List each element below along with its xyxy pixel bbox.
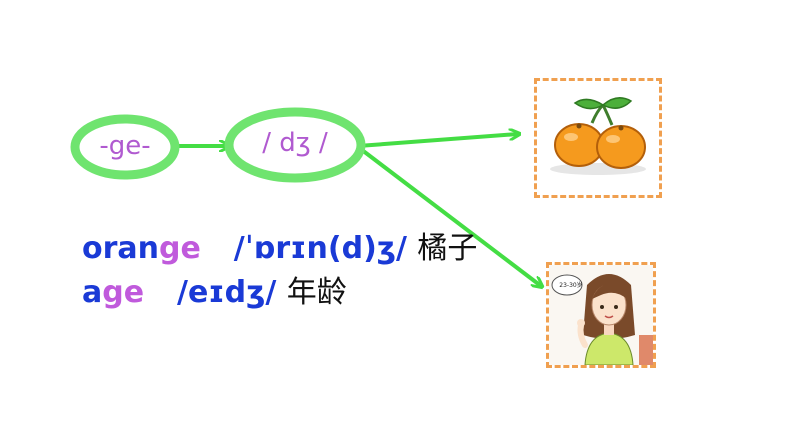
woman-icon: [549, 265, 653, 365]
word-age-highlight: ge: [102, 275, 145, 310]
orange-picture-frame: [534, 78, 662, 198]
arrow-phoneme-to-age: [360, 148, 541, 286]
arrow-phoneme-to-orange: [357, 134, 518, 148]
phoneme-label: / dʒ /: [262, 128, 328, 158]
word-age-phonetic: /eɪdʒ/: [176, 275, 277, 310]
word-age-prefix: a: [82, 275, 103, 310]
age-picture-frame: 23-30岁: [546, 262, 656, 368]
age-bubble-text: 23-30岁: [559, 282, 583, 289]
word-orange-highlight: ge: [159, 231, 201, 266]
phoneme-oval: [224, 107, 366, 183]
word-orange-prefix: oran: [82, 231, 160, 266]
word-age-meaning: 年龄: [286, 275, 347, 310]
word-orange-phonetic: /ˈɒrɪn(d)ʒ/: [233, 231, 407, 266]
spelling-label: -ge-: [99, 131, 151, 161]
word-line-age: age /eɪdʒ/ 年龄: [82, 273, 347, 313]
oranges-icon: [550, 97, 646, 175]
word-line-orange: orange /ˈɒrɪn(d)ʒ/ 橘子: [82, 229, 477, 269]
spelling-oval: [70, 114, 180, 180]
word-orange-meaning: 橘子: [417, 231, 478, 266]
